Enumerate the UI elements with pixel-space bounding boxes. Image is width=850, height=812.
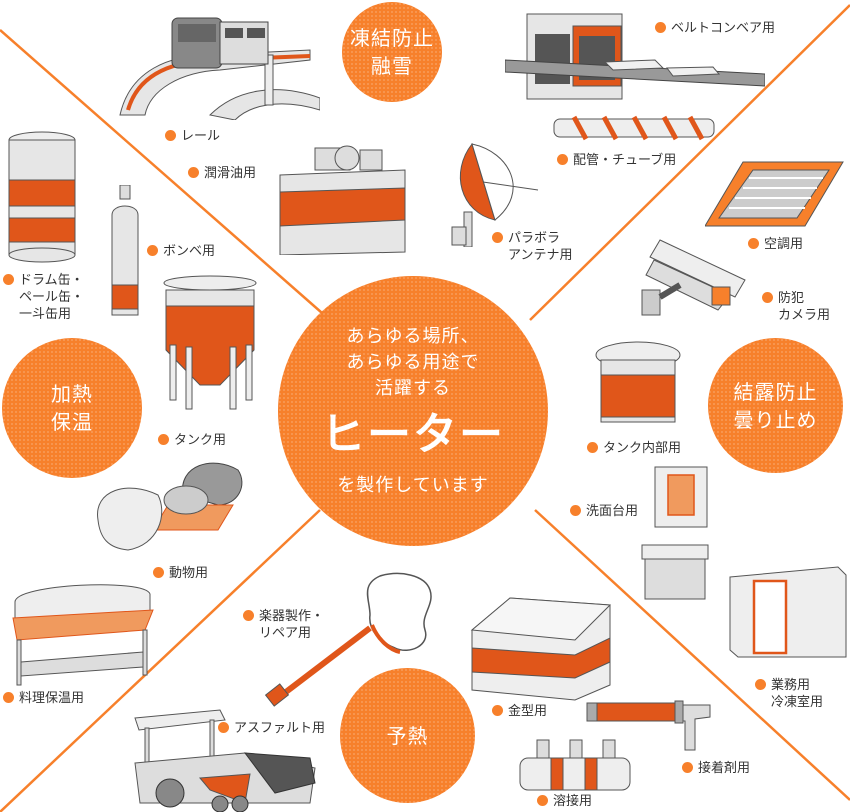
label-pipe-tube: 配管・チューブ用 bbox=[557, 152, 676, 169]
center-headline-circle: あらゆる場所、 あらゆる用途で 活躍する ヒーター を製作しています bbox=[278, 276, 548, 546]
label-lubricant: 潤滑油用 bbox=[188, 165, 256, 182]
label-food-warming: 料理保温用 bbox=[3, 690, 84, 707]
label-gas-cylinder: ボンベ用 bbox=[147, 243, 215, 260]
bullet-dot-icon bbox=[147, 245, 158, 256]
category-line1: 凍結防止 bbox=[350, 26, 434, 50]
label-freezer: 業務用 冷凍室用 bbox=[755, 677, 823, 711]
washstand-illustration bbox=[641, 466, 709, 600]
bullet-dot-icon bbox=[3, 692, 14, 703]
silo-tank-illustration bbox=[163, 275, 257, 410]
category-circle-anti-freeze: 凍結防止 融雪 bbox=[342, 2, 442, 102]
label-welding: 溶接用 bbox=[537, 793, 592, 810]
asphalt-finisher-illustration bbox=[134, 709, 316, 812]
gas-cylinder-illustration bbox=[111, 185, 139, 316]
freezer-room-illustration bbox=[729, 566, 847, 658]
bullet-dot-icon bbox=[748, 238, 759, 249]
center-line3: 活躍する bbox=[375, 378, 451, 399]
monorail-illustration bbox=[119, 17, 320, 120]
label-mold: 金型用 bbox=[492, 703, 547, 720]
label-drum-can: ドラム缶・ ペール缶・ 一斗缶用 bbox=[3, 272, 84, 323]
label-belt-conveyor: ベルトコンベア用 bbox=[655, 20, 775, 37]
category-circle-anti-condensation: 結露防止 曇り止め bbox=[708, 338, 843, 473]
bullet-dot-icon bbox=[492, 705, 503, 716]
category-line1: 加熱 bbox=[51, 382, 93, 406]
label-security-camera: 防犯 カメラ用 bbox=[762, 290, 830, 324]
category-line2: 保温 bbox=[51, 410, 93, 434]
label-instrument: 楽器製作・ リペア用 bbox=[243, 608, 324, 642]
center-line4: を製作しています bbox=[337, 475, 489, 496]
bullet-dot-icon bbox=[218, 722, 229, 733]
security-camera-illustration bbox=[641, 239, 746, 316]
bullet-dot-icon bbox=[587, 442, 598, 453]
mold-illustration bbox=[470, 597, 612, 701]
tank-inner-illustration bbox=[595, 341, 681, 423]
category-line2: 曇り止め bbox=[733, 407, 818, 432]
welding-pipe-illustration bbox=[519, 739, 631, 791]
bullet-dot-icon bbox=[188, 167, 199, 178]
bullet-dot-icon bbox=[537, 795, 548, 806]
category-line1: 結露防止 bbox=[733, 379, 818, 404]
bullet-dot-icon bbox=[243, 610, 254, 621]
guitar-illustration bbox=[264, 572, 432, 707]
label-parabola-antenna: パラボラ アンテナ用 bbox=[492, 230, 572, 264]
bullet-dot-icon bbox=[762, 292, 773, 303]
bullet-dot-icon bbox=[3, 274, 14, 285]
bullet-dot-icon bbox=[165, 130, 176, 141]
label-rail: レール bbox=[165, 128, 220, 145]
lubricant-tank-illustration bbox=[279, 145, 406, 255]
air-conditioner-illustration bbox=[705, 161, 844, 227]
label-adhesive: 接着剤用 bbox=[682, 760, 750, 777]
food-warmer-illustration bbox=[12, 584, 154, 686]
label-tank-inner: タンク内部用 bbox=[587, 440, 681, 457]
label-washstand: 洗面台用 bbox=[570, 503, 638, 520]
adhesive-gun-illustration bbox=[586, 700, 711, 751]
bullet-dot-icon bbox=[158, 434, 169, 445]
label-asphalt: アスファルト用 bbox=[218, 720, 325, 737]
bullet-dot-icon bbox=[557, 154, 568, 165]
center-line1: あらゆる場所、 bbox=[346, 326, 480, 347]
animal-turtle-illustration bbox=[97, 462, 243, 551]
category-circle-heating: 加熱 保温 bbox=[2, 338, 142, 478]
category-circle-preheat: 予熱 bbox=[340, 668, 475, 803]
label-animal: 動物用 bbox=[153, 565, 208, 582]
category-line1: 予熱 bbox=[386, 723, 429, 748]
label-tank: タンク用 bbox=[158, 432, 226, 449]
drum-can-illustration bbox=[8, 131, 76, 263]
bullet-dot-icon bbox=[570, 505, 581, 516]
bullet-dot-icon bbox=[755, 679, 766, 690]
bullet-dot-icon bbox=[492, 232, 503, 243]
belt-conveyor-illustration bbox=[505, 13, 765, 100]
parabola-antenna-illustration bbox=[451, 142, 539, 247]
bullet-dot-icon bbox=[682, 762, 693, 773]
center-line2: あらゆる用途で bbox=[346, 352, 480, 373]
category-line2: 融雪 bbox=[371, 54, 413, 78]
pipe-tube-illustration bbox=[553, 115, 715, 141]
center-headline: ヒーター bbox=[321, 409, 505, 460]
bullet-dot-icon bbox=[153, 567, 164, 578]
bullet-dot-icon bbox=[655, 22, 666, 33]
label-air-conditioner: 空調用 bbox=[748, 236, 803, 253]
